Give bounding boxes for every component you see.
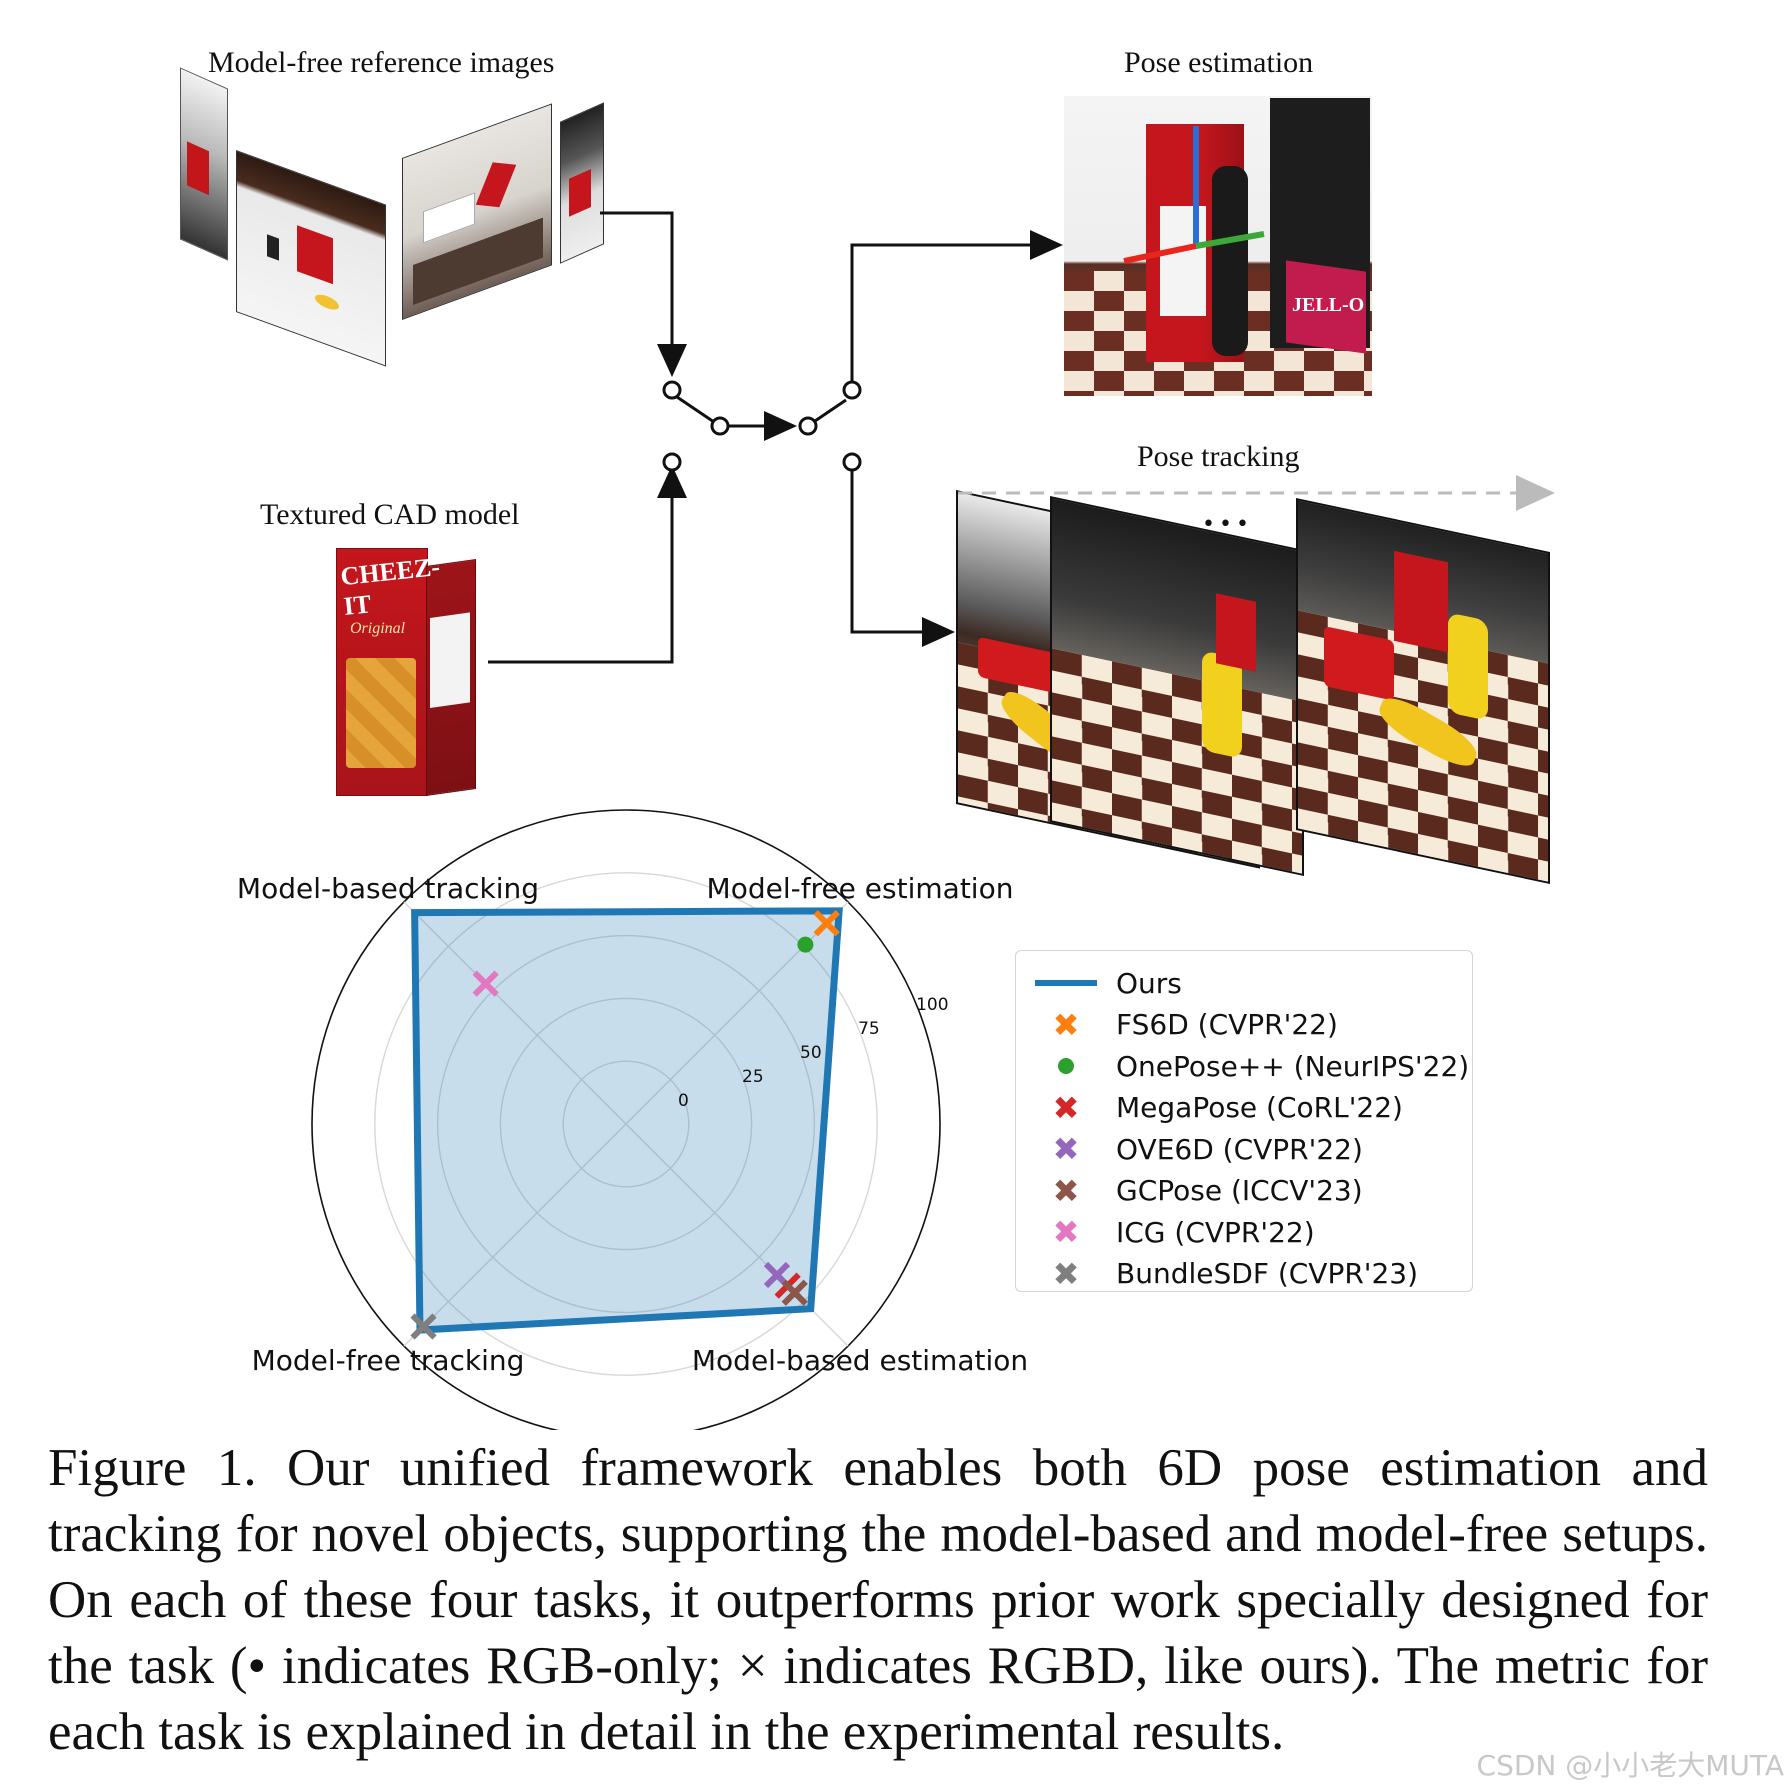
legend-symbol: ✖ xyxy=(1052,1005,1080,1044)
legend-item: ✖ MegaPose (CoRL'22) xyxy=(1016,1088,1403,1128)
chart-legend: Ours ✖ FS6D (CVPR'22) OnePose++ (NeurIPS'22… xyxy=(1015,950,1473,1294)
legend-label: FS6D (CVPR'22) xyxy=(1116,1008,1338,1041)
radial-tick-label: 25 xyxy=(742,1067,764,1087)
pose-tracking-label: Pose tracking xyxy=(1137,440,1300,473)
axis-label: Model-based estimation xyxy=(692,1344,1028,1377)
legend-item: ✖ OVE6D (CVPR'22) xyxy=(1016,1129,1363,1169)
legend-symbol: ✖ xyxy=(1052,1171,1080,1210)
legend-item: ✖ ICG (CVPR'22) xyxy=(1016,1212,1315,1252)
jello-text: JELL-O xyxy=(1292,294,1365,316)
pose-estimation-label: Pose estimation xyxy=(1124,46,1314,79)
legend-symbol: ✖ xyxy=(1052,1254,1080,1293)
legend-label: OVE6D (CVPR'22) xyxy=(1116,1132,1363,1166)
radial-tick-label: 100 xyxy=(916,995,948,1015)
grid-ring xyxy=(562,1060,690,1188)
legend-label: Ours xyxy=(1116,966,1182,1000)
radial-tick-label: 0 xyxy=(678,1091,689,1111)
legend-label: MegaPose (CoRL'22) xyxy=(1116,1091,1403,1124)
legend-item: ✖ FS6D (CVPR'22) xyxy=(1016,1005,1338,1045)
ref-images-label: Model-free reference images xyxy=(208,46,555,79)
legend-symbol xyxy=(1016,980,1116,986)
legend-label: ICG (CVPR'22) xyxy=(1116,1215,1315,1249)
legend-label: GCPose (ICCV'23) xyxy=(1116,1174,1363,1207)
radial-tick-label: 50 xyxy=(800,1043,822,1063)
marker-cross xyxy=(410,1313,437,1340)
legend-symbol xyxy=(1016,1058,1116,1074)
pipeline-connectors xyxy=(488,211,1555,664)
marker-cross xyxy=(472,970,499,997)
pose-estimation-image: JELL-O xyxy=(1064,96,1372,396)
legend-symbol: ✖ xyxy=(1052,1088,1080,1127)
figure-caption: Figure 1. Our unified framework enables … xyxy=(48,1439,1708,1761)
axis-label: Model-based tracking xyxy=(237,872,539,905)
legend-label: BundleSDF (CVPR'23) xyxy=(1116,1257,1419,1290)
cad-model-image: CHEEZ-IT Original xyxy=(336,548,476,796)
axis-label: Model-free tracking xyxy=(252,1344,525,1377)
marker-cross xyxy=(813,910,840,937)
radial-tick-label: 75 xyxy=(858,1019,880,1039)
legend-symbol: ✖ xyxy=(1052,1130,1080,1168)
legend-symbol: ✖ xyxy=(1052,1213,1080,1251)
legend-label: OnePose++ (NeurIPS'22) xyxy=(1116,1049,1470,1083)
pose-axes-overlay xyxy=(1123,126,1265,264)
grid-ring xyxy=(311,809,941,1430)
marker-point xyxy=(797,936,814,953)
cad-box-subtitle: Original xyxy=(350,620,406,637)
legend-item: Ours xyxy=(1016,963,1182,1003)
grid-spoke xyxy=(403,901,627,1125)
axis-label: Model-free estimation xyxy=(707,872,1014,905)
legend-item: ✖ GCPose (ICCV'23) xyxy=(1016,1171,1363,1211)
legend-item: OnePose++ (NeurIPS'22) xyxy=(1016,1046,1469,1086)
grid-ring xyxy=(499,997,753,1251)
marker-cross xyxy=(781,1279,808,1306)
grid-ring xyxy=(436,934,816,1314)
grid-ring xyxy=(374,872,878,1376)
grid-spoke xyxy=(403,1123,627,1347)
watermark: CSDN @小小老大MUTA xyxy=(1476,1749,1784,1782)
legend-item: ✖ BundleSDF (CVPR'23) xyxy=(1016,1254,1418,1294)
cad-label: Textured CAD model xyxy=(260,498,520,531)
